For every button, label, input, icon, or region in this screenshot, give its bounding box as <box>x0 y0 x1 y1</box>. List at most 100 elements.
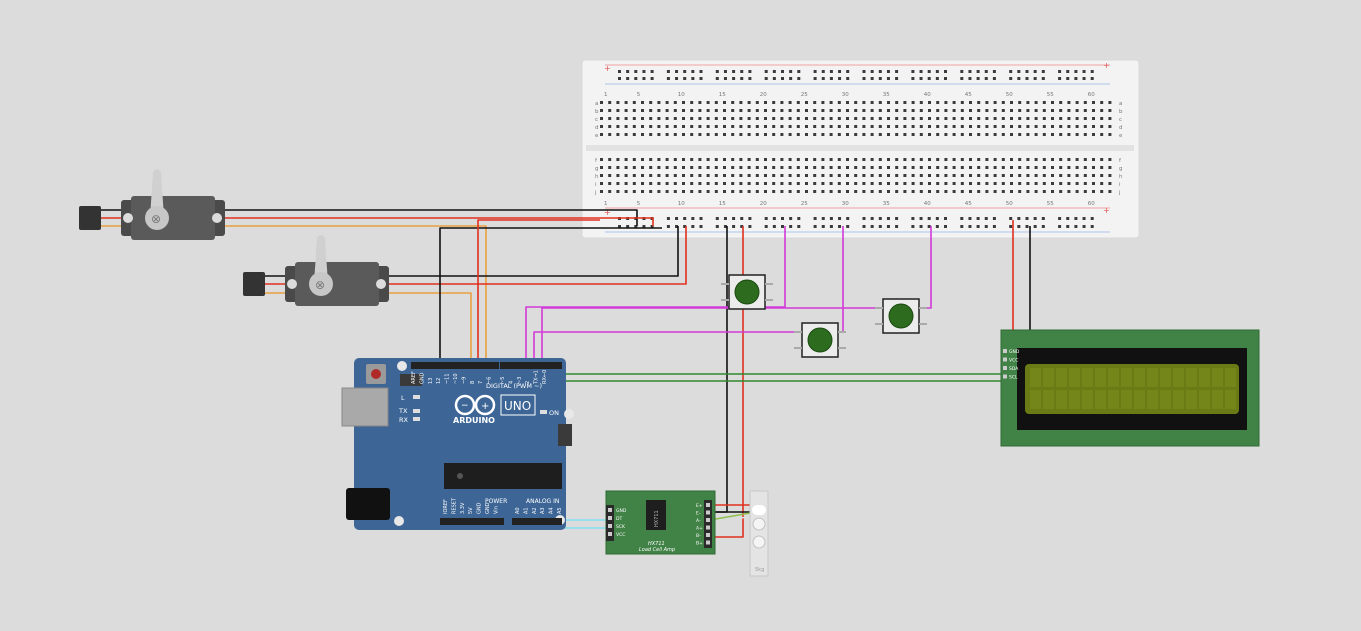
breadboard-hole <box>600 125 603 128</box>
breadboard-hole <box>960 101 964 104</box>
wire-button2[interactable] <box>533 226 844 367</box>
arduino-pin-label: GND <box>419 372 425 384</box>
push-button-1[interactable] <box>721 274 773 310</box>
breadboard-hole <box>928 158 931 161</box>
breadboard-hole <box>608 166 612 169</box>
breadboard-hole <box>911 125 915 128</box>
breadboard-hole <box>642 77 646 80</box>
usb-port[interactable] <box>341 387 389 427</box>
breadboard-column-number: 20 <box>760 92 767 98</box>
breadboard-hole <box>927 217 931 220</box>
arduino-pin-label: IOREF <box>443 499 449 514</box>
lcd-pin[interactable] <box>1003 357 1007 362</box>
breadboard-hole <box>1067 166 1071 169</box>
lcd-pin[interactable] <box>1003 366 1007 370</box>
wire-servo1-vcc[interactable] <box>100 217 654 226</box>
button-cap[interactable] <box>888 303 914 329</box>
breadboard-hole <box>764 225 768 228</box>
button-cap[interactable] <box>734 279 760 305</box>
reset-button-cap[interactable] <box>371 369 381 379</box>
breadboard-column-number: 20 <box>760 201 767 207</box>
wire-hx711-gnd[interactable] <box>612 226 728 513</box>
breadboard-hole <box>960 77 964 80</box>
breadboard-hole <box>715 217 719 220</box>
breadboard-hole <box>747 125 751 128</box>
breadboard-hole <box>846 190 849 193</box>
hx711-pin[interactable] <box>706 510 710 515</box>
servo-motor-1[interactable]: ⊗ <box>79 169 225 240</box>
breadboard-hole <box>796 166 800 169</box>
arduino-uno[interactable]: DIGITAL (PWM ~) L TX RX ON − + ARDUINO U… <box>341 358 574 530</box>
breadboard-hole <box>1041 77 1045 80</box>
lcd-character-cell <box>1212 390 1223 409</box>
lcd-pin-label: SCL <box>1009 375 1018 381</box>
breadboard-hole <box>829 101 833 104</box>
wire-servo1-signal[interactable] <box>100 225 487 367</box>
breadboard-hole <box>919 70 923 73</box>
breadboard-hole <box>772 174 776 177</box>
breadboard-hole <box>1010 101 1013 104</box>
wire-loadcell-green[interactable] <box>709 511 757 521</box>
breadboard-hole <box>887 109 890 112</box>
breadboard-hole <box>682 166 685 169</box>
led-rx-label: RX <box>399 416 409 424</box>
hx711-pin[interactable] <box>608 508 612 512</box>
breadboard-hole <box>1018 174 1022 177</box>
breadboard-hole <box>731 174 735 177</box>
breadboard-hole <box>919 101 923 104</box>
breadboard-hole <box>675 225 679 228</box>
breadboard-hole <box>632 158 636 161</box>
breadboard[interactable]: + + + + 11551010151520202525303035354040… <box>581 59 1140 239</box>
lcd-pin[interactable] <box>1003 374 1007 379</box>
load-cell[interactable]: 5kg <box>749 490 769 577</box>
hx711-pin[interactable] <box>706 540 710 545</box>
breadboard-hole <box>1034 117 1038 120</box>
breadboard-hole <box>690 125 694 128</box>
wire-servo2-gnd[interactable] <box>262 226 679 277</box>
breadboard-hole <box>797 217 801 220</box>
push-button-2[interactable] <box>794 322 846 358</box>
breadboard-hole <box>1066 70 1070 73</box>
breadboard-hole <box>977 125 981 128</box>
wire-lcd-sda[interactable] <box>548 367 1005 375</box>
breadboard-hole <box>624 133 628 136</box>
wire-servo2-vcc[interactable] <box>262 226 687 285</box>
wire-loadcell-white[interactable] <box>709 513 757 528</box>
hx711-pin[interactable] <box>608 516 612 520</box>
hx711-pin[interactable] <box>706 518 710 522</box>
wire-arduino-gnd-rail[interactable] <box>439 227 662 367</box>
breadboard-hole <box>960 70 964 73</box>
breadboard-hole <box>985 101 989 104</box>
breadboard-hole <box>698 166 702 169</box>
breadboard-hole <box>829 217 833 220</box>
hx711-pin[interactable] <box>706 525 710 530</box>
breadboard-hole <box>715 77 719 80</box>
breadboard-hole <box>1051 117 1054 120</box>
breadboard-hole <box>731 109 735 112</box>
hx711-pin[interactable] <box>608 532 612 536</box>
servo-motor-2[interactable]: ⊗ <box>243 235 389 306</box>
servo-horn[interactable] <box>150 169 164 218</box>
breadboard-hole <box>952 174 956 177</box>
breadboard-hole <box>739 109 743 112</box>
breadboard-hole <box>846 109 849 112</box>
dc-power-jack[interactable] <box>346 488 390 520</box>
breadboard-hole <box>911 133 915 136</box>
breadboard-hole <box>616 117 620 120</box>
breadboard-row-letter: d <box>1119 125 1123 131</box>
lcd-pin[interactable] <box>1003 349 1007 353</box>
breadboard-hole <box>789 70 793 73</box>
wire-servo1-gnd[interactable] <box>100 209 638 226</box>
wire-button1[interactable] <box>525 226 786 367</box>
hx711-pin[interactable] <box>608 524 612 528</box>
breadboard-hole <box>772 166 776 169</box>
breadboard-hole <box>650 77 654 80</box>
hx711-pin[interactable] <box>706 533 710 537</box>
hx711-pin[interactable] <box>706 503 710 507</box>
breadboard-hole <box>928 182 931 185</box>
servo-horn[interactable] <box>314 235 328 284</box>
push-button-3[interactable] <box>875 298 927 334</box>
button-cap[interactable] <box>807 327 833 353</box>
